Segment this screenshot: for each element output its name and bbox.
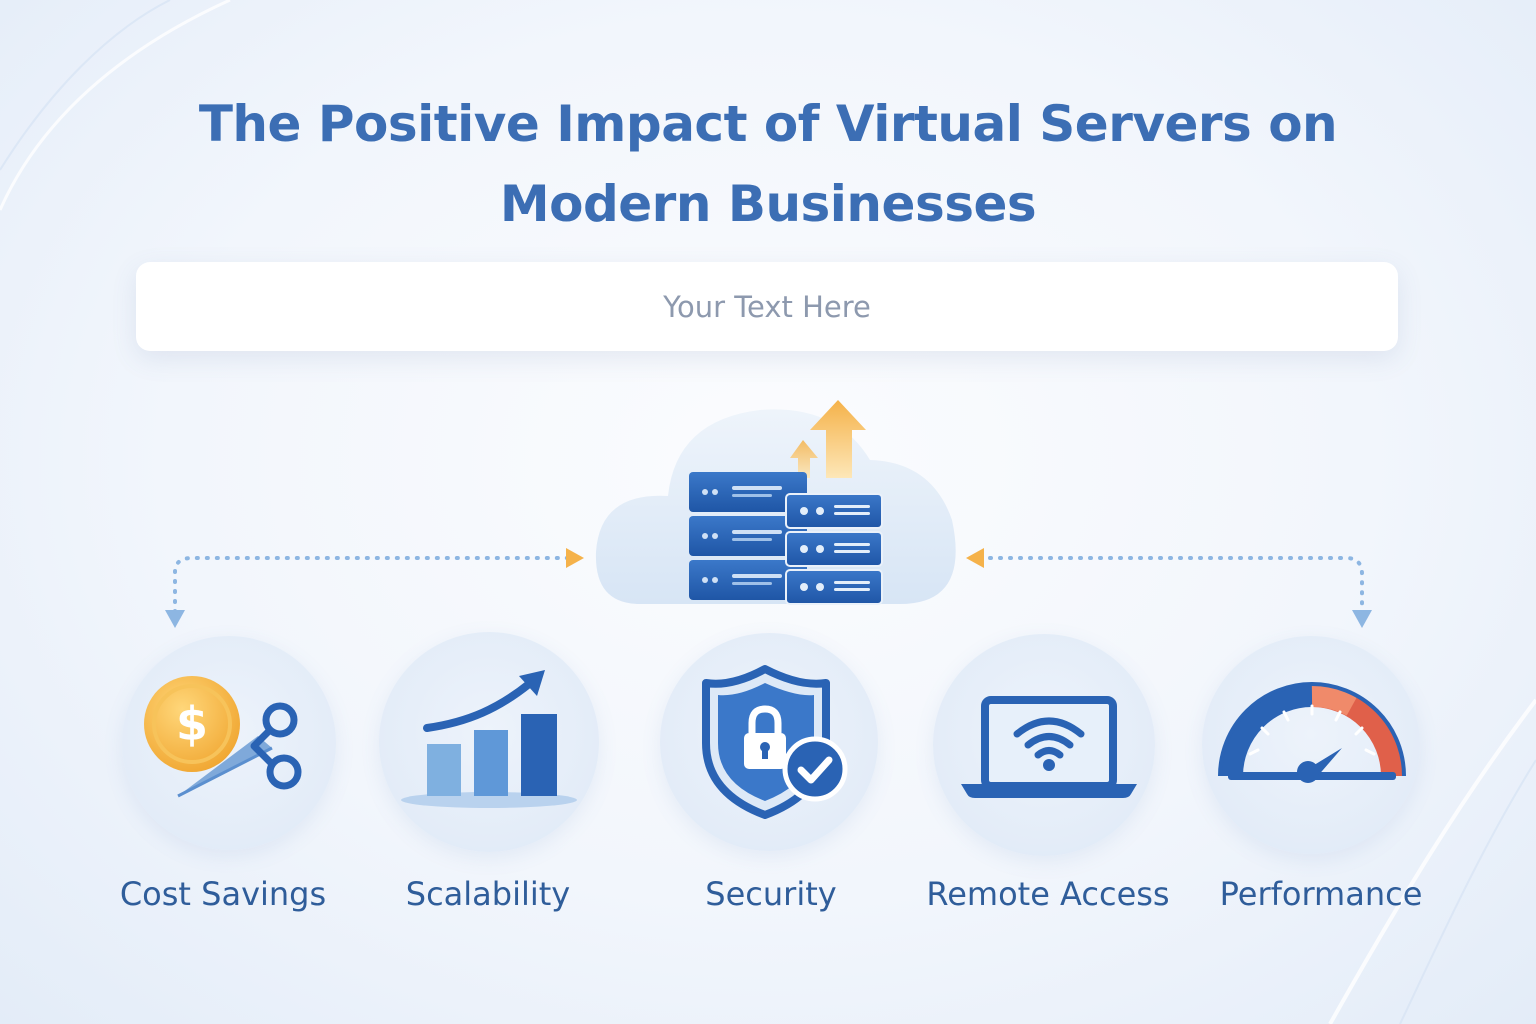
performance-circle: [1202, 636, 1420, 854]
cost-savings-circle: $: [122, 636, 336, 850]
connector-left: [165, 548, 584, 628]
benefit-label-scalability: Scalability: [405, 875, 571, 913]
page-title: The Positive Impact of Virtual Servers o…: [0, 84, 1536, 244]
text-placeholder-label: Your Text Here: [663, 289, 871, 324]
security-circle: [660, 633, 878, 851]
benefit-label-cost-savings: Cost Savings: [119, 875, 327, 913]
growth-chart-icon: [401, 670, 577, 808]
growth-arrows-icon: [790, 400, 866, 478]
shield-lock-icon: [702, 665, 848, 819]
title-line-1: The Positive Impact of Virtual Servers o…: [198, 95, 1338, 153]
server-rack-icon: [689, 472, 883, 605]
benefit-label-remote-access: Remote Access: [926, 875, 1170, 913]
scalability-circle: [379, 632, 599, 852]
speedometer-icon: [1218, 682, 1406, 783]
svg-text:$: $: [176, 697, 208, 751]
benefit-label-security: Security: [705, 875, 837, 913]
benefit-label-performance: Performance: [1219, 875, 1423, 913]
laptop-wifi-icon: [961, 696, 1137, 798]
title-line-2: Modern Businesses: [499, 175, 1037, 233]
remote-access-circle: [933, 634, 1155, 856]
coin-scissors-icon: $: [144, 676, 302, 798]
connector-right: [966, 548, 1372, 628]
text-placeholder-box[interactable]: Your Text Here: [136, 262, 1398, 351]
